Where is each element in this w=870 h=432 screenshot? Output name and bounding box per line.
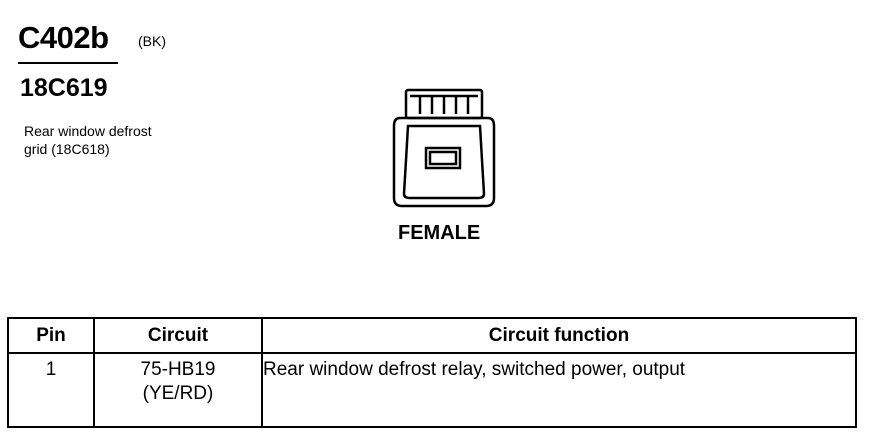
component-description-line: grid (18C618) <box>24 141 110 157</box>
table-row: 1 75-HB19 (YE/RD) Rear window defrost re… <box>7 352 857 428</box>
connector-gender-label: FEMALE <box>398 222 481 244</box>
component-description: Rear window defrost grid (18C618) <box>24 122 152 158</box>
connector-face-diagram <box>392 88 496 208</box>
circuit-function: Rear window defrost relay, switched powe… <box>261 352 857 428</box>
pin-number: 1 <box>7 352 95 428</box>
pinout-table: Pin Circuit Circuit function 1 75-HB19 (… <box>7 317 857 428</box>
column-header-circuit-function: Circuit function <box>261 317 857 354</box>
column-header-pin: Pin <box>7 317 95 354</box>
component-description-line: Rear window defrost <box>24 123 152 139</box>
title-divider <box>18 62 118 64</box>
connector-id: C402b <box>18 20 109 55</box>
circuit-number: 75-HB19 <box>140 359 216 380</box>
circuit-wire-color: (YE/RD) <box>142 383 214 404</box>
circuit-cell: 75-HB19 (YE/RD) <box>93 352 263 428</box>
table-header-row: Pin Circuit Circuit function <box>7 317 857 354</box>
part-number: 18C619 <box>20 74 108 102</box>
connector-color: (BK) <box>138 33 166 49</box>
column-header-circuit: Circuit <box>93 317 263 354</box>
